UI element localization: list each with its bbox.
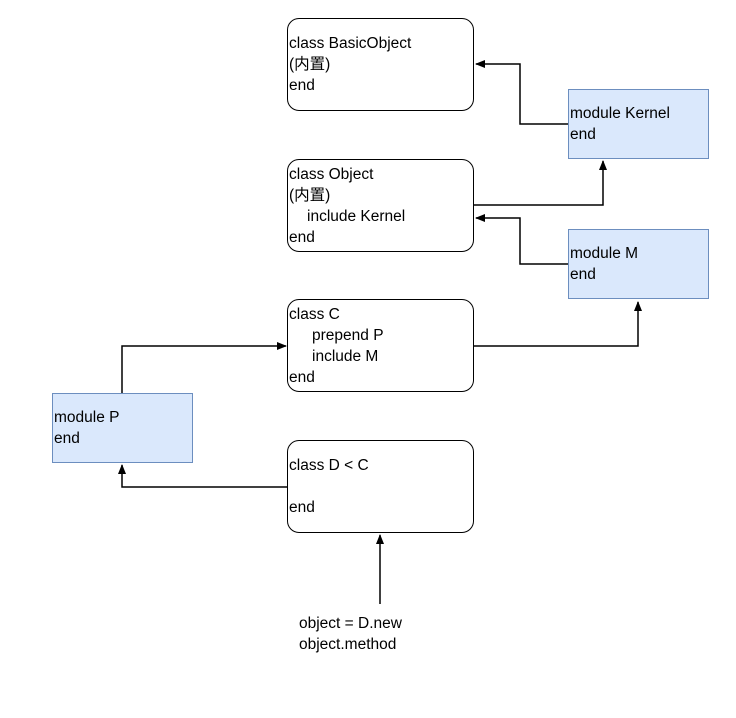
d-title: class D < C <box>289 457 369 474</box>
kernel-end: end <box>570 126 596 143</box>
module-m-box: module M end <box>568 229 709 299</box>
d-blank-line <box>289 476 473 497</box>
class-c-box: class C prepend P include M end <box>287 299 474 392</box>
class-d-box: class D < C end <box>287 440 474 533</box>
p-title: module P <box>54 409 120 426</box>
module-kernel-box: module Kernel end <box>568 89 709 159</box>
code-line-method: object.method <box>299 636 397 653</box>
object-title: class Object <box>289 165 374 183</box>
basicobject-end: end <box>289 77 315 94</box>
kernel-title: module Kernel <box>570 105 670 122</box>
object-builtin-note: (内置) <box>289 186 331 204</box>
edge-p-to-c <box>121 342 287 393</box>
edge-d-to-p <box>118 464 288 488</box>
class-basicobject-box: class BasicObject (内置) end <box>287 18 474 111</box>
p-end: end <box>54 430 80 447</box>
object-end: end <box>289 228 315 246</box>
c-include-m: include M <box>312 347 379 365</box>
d-end: end <box>289 499 315 516</box>
edge-object-to-kernel <box>474 160 607 206</box>
code-snippet: object = D.new object.method <box>299 613 402 655</box>
c-end: end <box>289 368 315 386</box>
edge-kernel-to-basicobject <box>475 60 568 125</box>
m-title: module M <box>570 245 639 262</box>
module-p-box: module P end <box>52 393 193 463</box>
code-line-new: object = D.new <box>299 615 402 632</box>
edge-m-to-object <box>475 214 568 265</box>
basicobject-title: class BasicObject <box>289 35 412 52</box>
class-object-box: class Object (内置) include Kernel end <box>287 159 474 252</box>
m-end: end <box>570 266 596 283</box>
c-prepend-p: prepend P <box>312 326 384 344</box>
edge-c-to-m <box>474 301 642 347</box>
c-title: class C <box>289 305 340 323</box>
object-include-kernel: include Kernel <box>307 207 406 225</box>
basicobject-builtin-note: (内置) <box>289 56 331 73</box>
